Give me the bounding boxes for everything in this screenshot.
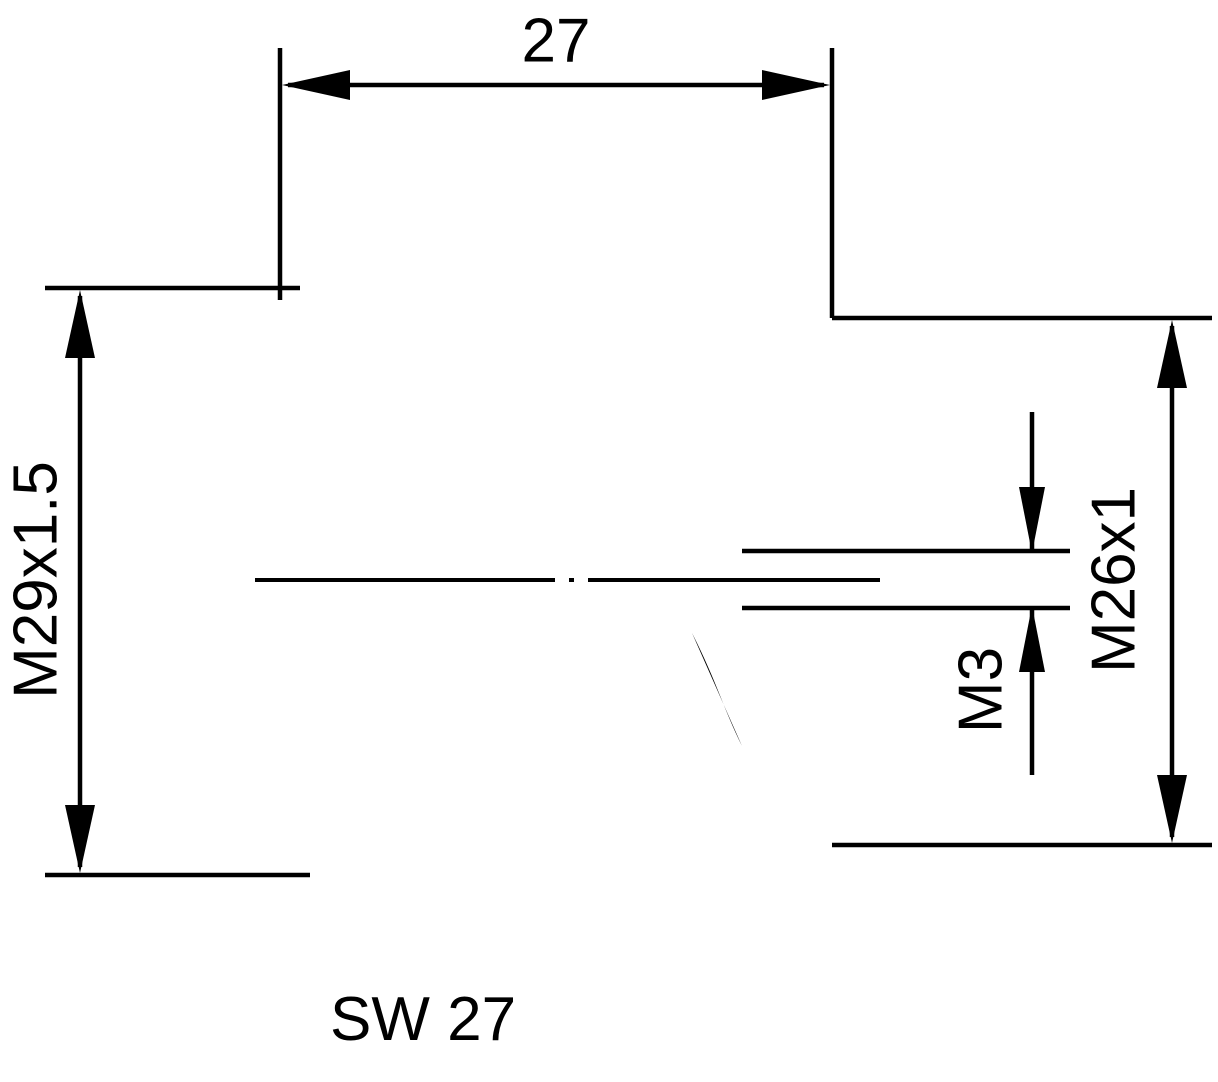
arrowhead-right-27: [762, 70, 830, 100]
arrowhead-m3-upper: [1019, 487, 1045, 553]
hex-chamfer-diagonal-1: [538, 479, 692, 632]
arrowhead-left-27: [282, 70, 350, 100]
dimension-thread-m3: [742, 412, 1070, 775]
collar-chamfer-bottom-right: [455, 851, 470, 874]
collar-chamfer-top-right: [455, 289, 470, 312]
annotation-label-sw-27: SW 27: [330, 985, 516, 1054]
dimension-thread-m26x1: [832, 315, 1212, 848]
hex-chamfer-diagonal-2: [538, 529, 692, 684]
thread-relief-chamfer: [755, 318, 768, 336]
step-upper-chamfer-1: [672, 292, 730, 382]
arrowhead-top-m29: [65, 290, 95, 358]
dimension-label-m3: M3: [946, 647, 1015, 733]
collar-chamfer-top-left: [292, 289, 308, 310]
boss-chamfer-3: [790, 785, 828, 805]
step-chamfer-long-2: [760, 352, 832, 422]
arrowhead-m3-lower: [1019, 606, 1045, 672]
part-geometry: [292, 288, 832, 874]
bottom-right-boss: [692, 633, 828, 805]
boss-chamfer-1: [755, 748, 790, 785]
collar-chamfer-bottom-left: [292, 853, 308, 874]
arrowhead-bottom-m26: [1157, 775, 1187, 843]
arrowhead-top-m26: [1157, 320, 1187, 388]
dimension-label-m29x1-5: M29x1.5: [1, 461, 70, 699]
dimension-length-27: [277, 48, 835, 318]
dimension-thread-m29x1-5: [45, 285, 310, 878]
step-chamfer-long: [676, 331, 772, 422]
hex-to-boss-transition: [692, 633, 742, 746]
boss-chamfer-2: [786, 748, 818, 782]
dimension-label-27: 27: [522, 6, 591, 75]
sw27-leader-line: [545, 658, 633, 1082]
upper-right-step: [672, 288, 832, 425]
dimension-label-m26x1: M26x1: [1079, 487, 1148, 673]
arrowhead-bottom-m29: [65, 805, 95, 873]
